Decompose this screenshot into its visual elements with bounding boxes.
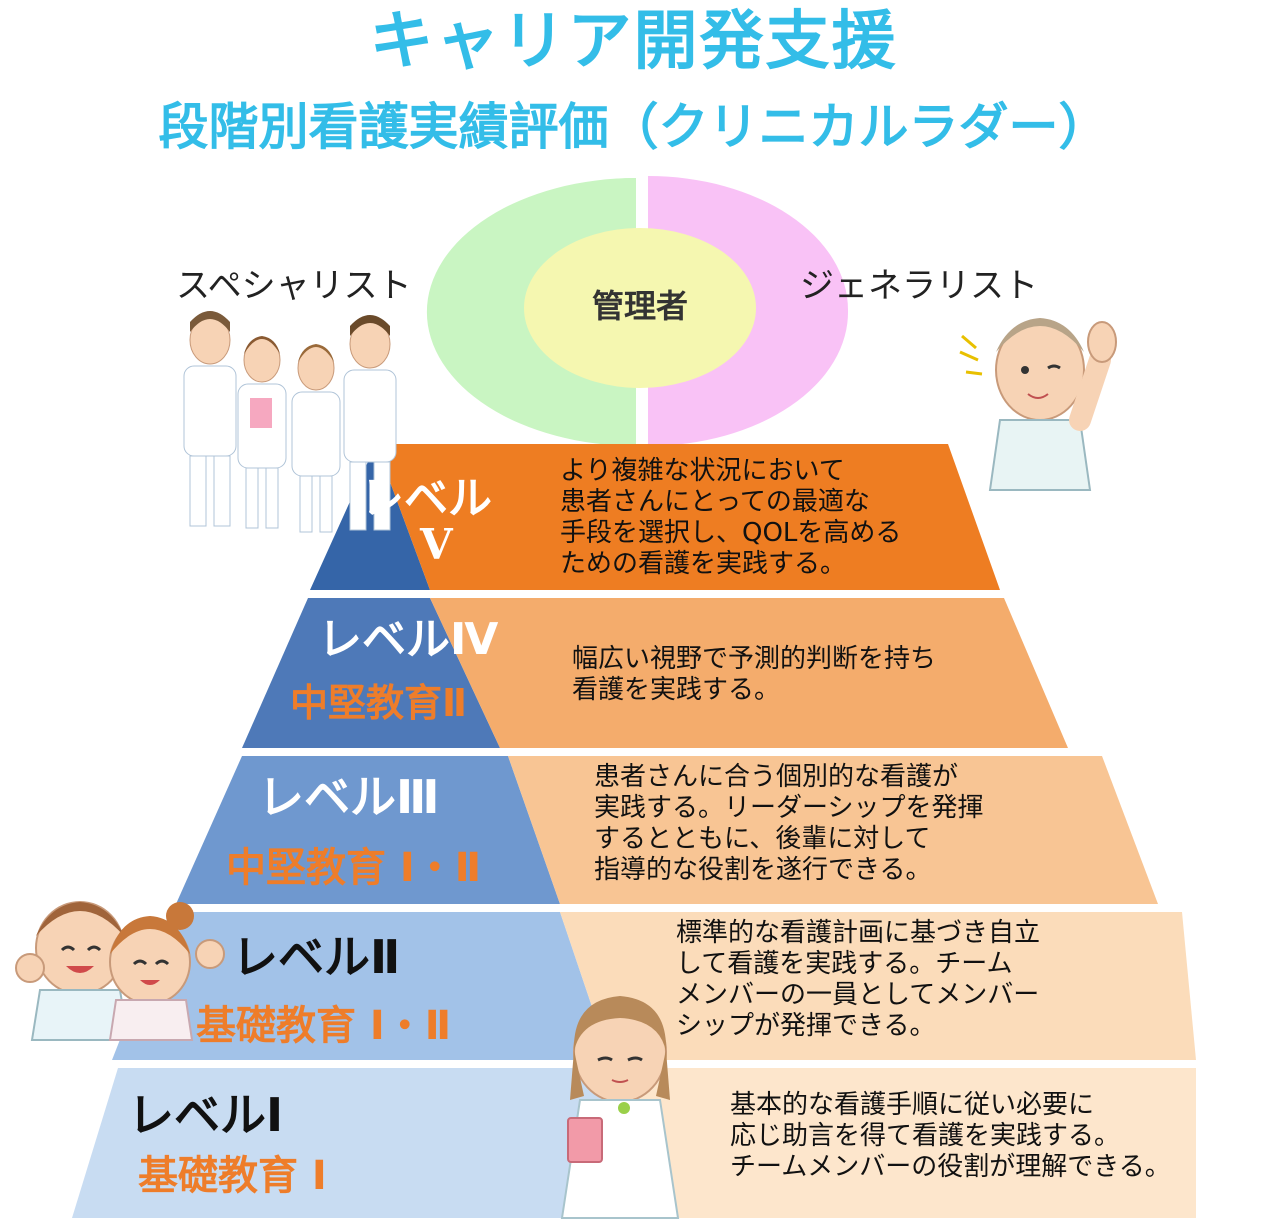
level-5-band	[310, 444, 1000, 590]
level-2-band	[112, 912, 1196, 1060]
page-title: キャリア開発支援	[369, 5, 898, 79]
page-subtitle: 段階別看護実績評価（クリニカルラダー）	[158, 98, 1109, 156]
role-circle	[426, 170, 849, 452]
level-3-band	[176, 756, 1158, 904]
description-line: 指導的な役割を遂行できる。	[594, 855, 932, 885]
description-line: 看護を実践する。	[572, 675, 781, 705]
description-line: 基本的な看護手順に従い必要に	[730, 1090, 1095, 1120]
level-5-numeral: Ⅴ	[420, 520, 453, 569]
level-4-label: レベルⅣ	[318, 614, 499, 665]
description-line: して看護を実践する。チーム	[676, 949, 1013, 979]
manager-area	[524, 228, 756, 388]
level-1-band	[72, 1068, 1196, 1218]
level-5-label: レベル	[360, 473, 492, 524]
level-4-education: 中堅教育Ⅱ	[290, 681, 468, 725]
level-1-label: レベルⅠ	[128, 1088, 284, 1142]
description-line: ための看護を実践する。	[560, 549, 847, 579]
manager-label: 管理者	[591, 287, 688, 325]
description-line: 標準的な看護計画に基づき自立	[676, 918, 1041, 948]
description-line: 手段を選択し、QOLを高める	[560, 518, 902, 548]
level-3-label: レベルⅢ	[258, 770, 440, 824]
description-line: 患者さんに合う個別的な看護が	[594, 762, 959, 792]
nurse-group-illustration	[183, 311, 397, 533]
level-3-description: 患者さんに合う個別的な看護が 実践する。リーダーシップを発揮 するとともに、後輩…	[594, 762, 983, 886]
description-line: 応じ助言を得て看護を実践する。	[730, 1121, 1121, 1151]
description-line: 患者さんにとっての最適な	[560, 487, 870, 517]
level-5-description: より複雑な状況において 患者さんにとっての最適な 手段を選択し、QOLを高める …	[560, 456, 901, 580]
description-line: より複雑な状況において	[560, 456, 845, 486]
description-line: メンバーの一員としてメンバー	[676, 980, 1040, 1010]
generalist-label: ジェネラリスト	[800, 266, 1038, 306]
level-4-band	[242, 598, 1068, 748]
level-1-education: 基礎教育 Ⅰ	[138, 1153, 327, 1199]
cheering-nurses-illustration	[15, 901, 225, 1041]
level-1-description: 基本的な看護手順に従い必要に 応じ助言を得て看護を実践する。 チームメンバーの役…	[730, 1090, 1171, 1183]
level-2-description: 標準的な看護計画に基づき自立 して看護を実践する。チーム メンバーの一員としてメ…	[676, 918, 1040, 1042]
description-line: 幅広い視野で予測的判断を持ち	[572, 644, 937, 674]
description-line: シップが発揮できる。	[676, 1011, 936, 1041]
specialist-label: スペシャリスト	[176, 266, 412, 306]
level-2-label: レベルⅡ	[232, 930, 401, 984]
description-line: 実践する。リーダーシップを発揮	[594, 793, 984, 823]
description-line: チームメンバーの役割が理解できる。	[730, 1152, 1171, 1182]
thumbs-up-nurse-illustration	[959, 318, 1117, 491]
level-3-education: 中堅教育 Ⅰ・Ⅱ	[226, 845, 482, 891]
description-line: するとともに、後輩に対して	[594, 824, 931, 854]
level-4-description: 幅広い視野で予測的判断を持ち 看護を実践する。	[572, 644, 936, 706]
level-2-education: 基礎教育 Ⅰ・Ⅱ	[196, 1003, 452, 1049]
writing-nurse-illustration	[560, 996, 680, 1219]
